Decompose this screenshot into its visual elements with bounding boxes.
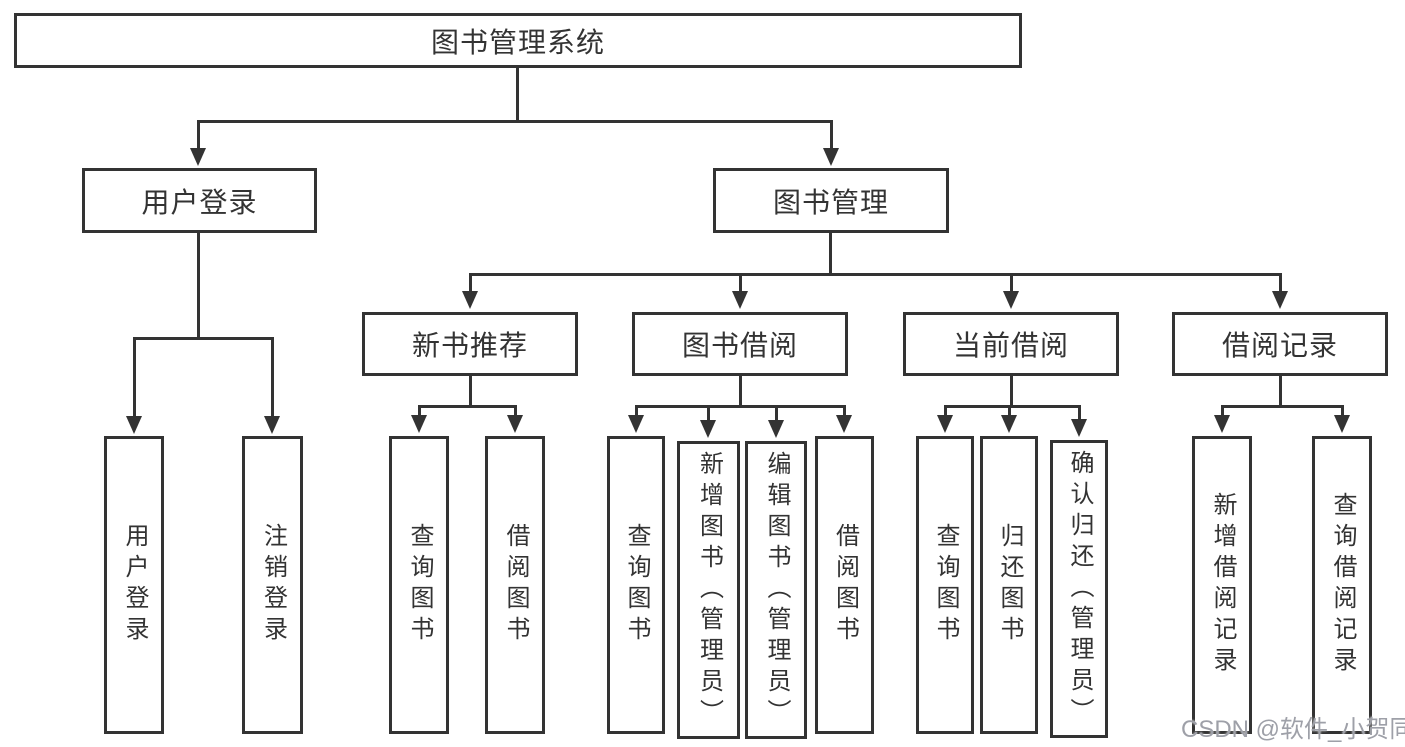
- node-label: 新增借阅记录: [1209, 492, 1236, 678]
- connector-book-borrow-hline: [636, 405, 844, 408]
- connector-current-borrow-stub: [1010, 376, 1013, 405]
- arrow-down: [1272, 273, 1288, 309]
- node-label: 查询图书: [406, 523, 433, 647]
- node-library-management-system: 图书管理系统: [14, 13, 1022, 68]
- arrow-down: [628, 405, 644, 433]
- node-label: 新书推荐: [411, 330, 528, 361]
- node-new-book-recommend: 新书推荐: [362, 312, 578, 376]
- arrow-down: [937, 405, 953, 433]
- arrow-down: [1334, 405, 1350, 433]
- connector-book-borrow-stub: [739, 376, 742, 405]
- arrow-down: [732, 273, 748, 309]
- arrow-down: [836, 405, 852, 433]
- arrow-down: [190, 120, 206, 166]
- leaf-bb-add-book-admin: 新增图书（管理员）: [677, 441, 740, 739]
- node-label: 新增图书（管理员）: [695, 450, 723, 730]
- arrow-down: [462, 273, 478, 309]
- node-label: 注销登录: [259, 523, 287, 647]
- node-label: 归还图书: [996, 523, 1023, 647]
- arrow-down: [700, 405, 716, 438]
- arrow-down: [823, 120, 839, 166]
- node-book-management: 图书管理: [713, 168, 949, 233]
- connector-book-management-stub: [829, 233, 832, 273]
- arrow-down: [768, 405, 784, 438]
- leaf-br-add-record: 新增借阅记录: [1192, 436, 1252, 734]
- arrow-down: [1071, 405, 1087, 437]
- node-label: 用户登录: [121, 523, 148, 647]
- node-label: 查询图书: [932, 523, 959, 647]
- connector-new-book-stub: [469, 376, 472, 405]
- leaf-user-login: 用户登录: [104, 436, 164, 734]
- leaf-logout-login: 注销登录: [242, 436, 303, 734]
- connector-root-hline: [198, 120, 831, 123]
- arrow-down: [264, 337, 280, 434]
- connector-current-borrow-hline: [945, 405, 1079, 408]
- leaf-bb-borrow-book: 借阅图书: [815, 436, 874, 734]
- connector-user-login-stub: [197, 233, 200, 337]
- arrow-down: [1001, 405, 1017, 433]
- arrow-down: [1214, 405, 1230, 433]
- leaf-cb-return-book: 归还图书: [980, 436, 1038, 734]
- connector-new-book-hline: [419, 405, 515, 408]
- node-label: 当前借阅: [952, 330, 1069, 361]
- leaf-nb-borrow-book: 借阅图书: [485, 436, 545, 734]
- leaf-nb-query-book: 查询图书: [389, 436, 449, 734]
- node-label: 借阅图书: [831, 523, 859, 647]
- node-label: 借阅图书: [502, 523, 529, 647]
- node-label: 查询借阅记录: [1329, 492, 1356, 678]
- connector-user-login-hline: [134, 337, 273, 340]
- node-borrow-records: 借阅记录: [1172, 312, 1388, 376]
- node-label: 图书借阅: [681, 330, 798, 361]
- arrow-down: [507, 405, 523, 433]
- node-label: 借阅记录: [1221, 330, 1338, 361]
- csdn-watermark: CSDN @软件_小贺同学: [1181, 716, 1405, 743]
- arrow-down: [126, 337, 142, 434]
- connector-root-stub: [516, 68, 519, 120]
- leaf-bb-query-book: 查询图书: [607, 436, 665, 734]
- node-book-borrow: 图书借阅: [632, 312, 848, 376]
- node-label: 图书管理系统: [430, 26, 605, 58]
- leaf-br-query-record: 查询借阅记录: [1312, 436, 1372, 734]
- arrow-down: [1003, 273, 1019, 309]
- node-label: 确认归还（管理员）: [1066, 449, 1093, 729]
- connector-borrow-records-stub: [1279, 376, 1282, 405]
- leaf-bb-edit-book-admin: 编辑图书（管理员）: [745, 441, 807, 739]
- node-label: 用户登录: [141, 186, 258, 218]
- node-label: 编辑图书（管理员）: [763, 450, 790, 730]
- arrow-down: [411, 405, 427, 433]
- node-user-login: 用户登录: [82, 168, 317, 233]
- node-label: 图书管理: [772, 186, 889, 218]
- connector-book-management-hline: [470, 273, 1280, 276]
- connector-borrow-records-hline: [1222, 405, 1342, 408]
- leaf-cb-query-book: 查询图书: [916, 436, 974, 734]
- node-label: 查询图书: [623, 523, 650, 647]
- leaf-cb-confirm-return-admin: 确认归还（管理员）: [1050, 440, 1108, 738]
- node-current-borrow: 当前借阅: [903, 312, 1119, 376]
